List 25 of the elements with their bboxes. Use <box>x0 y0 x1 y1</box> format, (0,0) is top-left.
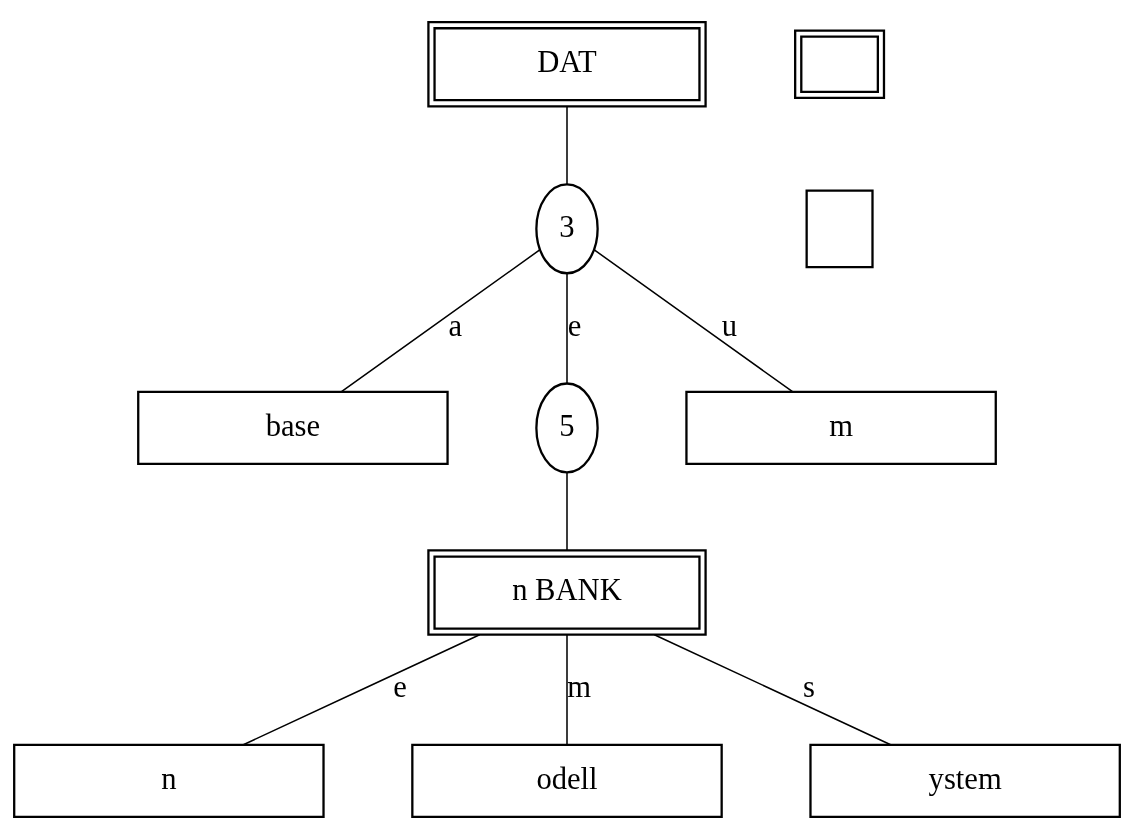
node-box: m <box>685 390 997 465</box>
edge-label: a <box>448 308 463 343</box>
node-box: n <box>13 743 325 818</box>
node-ellipse: 3 <box>535 182 599 274</box>
connector <box>653 633 892 745</box>
connector <box>566 105 568 185</box>
node-ellipse: 5 <box>535 381 599 473</box>
connector <box>593 248 794 393</box>
node-box <box>794 28 886 99</box>
edge-label: e <box>567 308 582 343</box>
connector <box>566 633 568 745</box>
connector <box>566 471 568 551</box>
node-box: ystem <box>809 743 1121 818</box>
connector <box>340 248 541 393</box>
node-box: n BANK <box>427 548 707 636</box>
node-box: DAT <box>427 20 707 107</box>
node-box: base <box>137 390 449 465</box>
node-box <box>805 188 874 268</box>
edge-label: e <box>393 669 407 704</box>
node-box: odell <box>411 743 723 818</box>
connector <box>566 272 568 384</box>
edge-label: s <box>802 669 815 704</box>
edge-label: u <box>721 308 737 343</box>
connector <box>242 633 481 745</box>
edge-label: m <box>567 669 592 704</box>
